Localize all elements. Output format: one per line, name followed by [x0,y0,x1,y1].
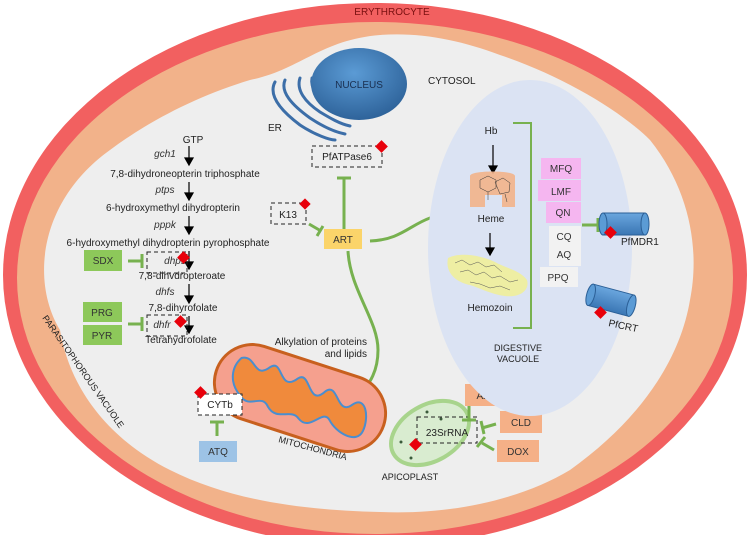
srrna-label: 23SrRNA [426,428,469,439]
atq-inhibition-line [210,420,224,436]
enzyme-dhfr: dhfr [153,320,171,331]
pathway-arrows [183,146,195,335]
metabolite-gtp: GTP [183,135,204,146]
metabolite-tetrahydrofolate: Tetrahydrofolate [145,335,217,346]
heme-label: Heme [478,214,505,225]
srrna-target [416,416,478,444]
sdx-drug [84,250,122,271]
ppq-drug [540,267,578,287]
mutation-marker-pfatpase6 [375,140,388,153]
enzyme-dhfs: dhfs [156,287,175,298]
nucleus [311,48,407,120]
aq-label: AQ [557,250,572,261]
pyr-drug [83,325,122,345]
erythrocyte-label: ERYTHROCYTE [354,7,430,18]
enzyme-pppk: pppk [153,220,177,231]
lmf-label: LMF [551,187,571,198]
hemozoin-crystal-icon [447,254,528,297]
cytb-label: CYTb [207,400,233,411]
metabolite-hydroxymethyl-dihydropterin: 6-hydroxymethyl dihydropterin [106,203,240,214]
dhfr-target [146,314,188,337]
cytb-target [197,393,243,416]
atq-drug [199,441,237,462]
lmf-drug [538,180,581,201]
prg-label: PRG [91,308,113,319]
heme-molecule-icon [470,171,515,207]
ppq-label: PPQ [547,273,568,284]
mfq-label: MFQ [550,164,572,175]
mfq-drug [541,158,581,179]
enzyme-ptps: ptps [155,185,175,196]
mutation-marker-srrna [409,438,422,451]
cq-label: CQ [557,232,572,243]
pfatpase6-label: PfATPase6 [322,152,372,163]
sdx-label: SDX [93,256,114,267]
enzyme-dhps: dhps [164,256,186,267]
apicoplast [389,398,471,468]
dhps-target [146,251,188,274]
prg-drug [83,302,122,322]
folate-pathway: GTP gch1 7,8-dihydroneopterin triphospha… [67,135,270,346]
mutation-marker-dhps [177,251,190,264]
digestive-vacuole-label-line2: VACUOLE [497,354,539,364]
apicoplast-inhibition-lines [462,406,497,452]
cytosol-label: CYTOSOL [428,76,476,87]
hemozoin-label: Hemozoin [467,303,512,314]
qn-drug [546,202,581,223]
cq-aq-box [549,226,581,266]
alkylation-label-line1: Alkylation of proteins [275,337,367,348]
hb-label: Hb [485,126,498,137]
k13-label: K13 [279,210,297,221]
dox-drug [497,440,539,462]
mutation-marker-dhfr [174,315,187,328]
art-label: ART [333,235,353,246]
qn-label: QN [556,208,571,219]
alkylation-label-line2: and lipids [325,349,367,360]
quinoline-bracket [513,122,532,329]
pfmdr1-label: PfMDR1 [621,237,659,248]
metabolite-dihydropteroate: 7,8-dihvdropteroate [139,271,226,282]
mutation-marker-cytb [194,386,207,399]
pfatpase6-target [311,145,383,168]
apicoplast-label: APICOPLAST [382,472,439,482]
digestive-arrows [484,145,499,257]
er-label: ER [268,123,282,134]
metabolite-dihydroneopterin: 7,8-dihydroneopterin triphosphate [110,169,260,180]
apicoplast-dots [399,410,443,460]
metabolite-pyrophosphate: 6-hydroxymethyl dihydropterin pyrophosph… [67,238,270,249]
atq-label: ATQ [208,447,228,458]
cld-drug [500,411,542,433]
metabolite-dihydrofolate: 7,8-dihyrofolate [149,303,218,314]
digestive-vacuole-label-line1: DIGESTIVE [494,343,542,353]
k13-target [270,202,307,225]
pfmdr1-inhibition-line [582,218,600,232]
mitochondria [212,343,388,453]
dox-label: DOX [507,447,529,458]
nucleus-label: NUCLEUS [335,80,383,91]
enzyme-gch1: gch1 [154,149,176,160]
art-drug [324,229,362,249]
pyr-label: PYR [92,331,113,342]
cld-label: CLD [511,418,531,429]
mutation-marker-k13 [299,198,311,210]
antifolate-inhibition-lines [128,254,144,331]
